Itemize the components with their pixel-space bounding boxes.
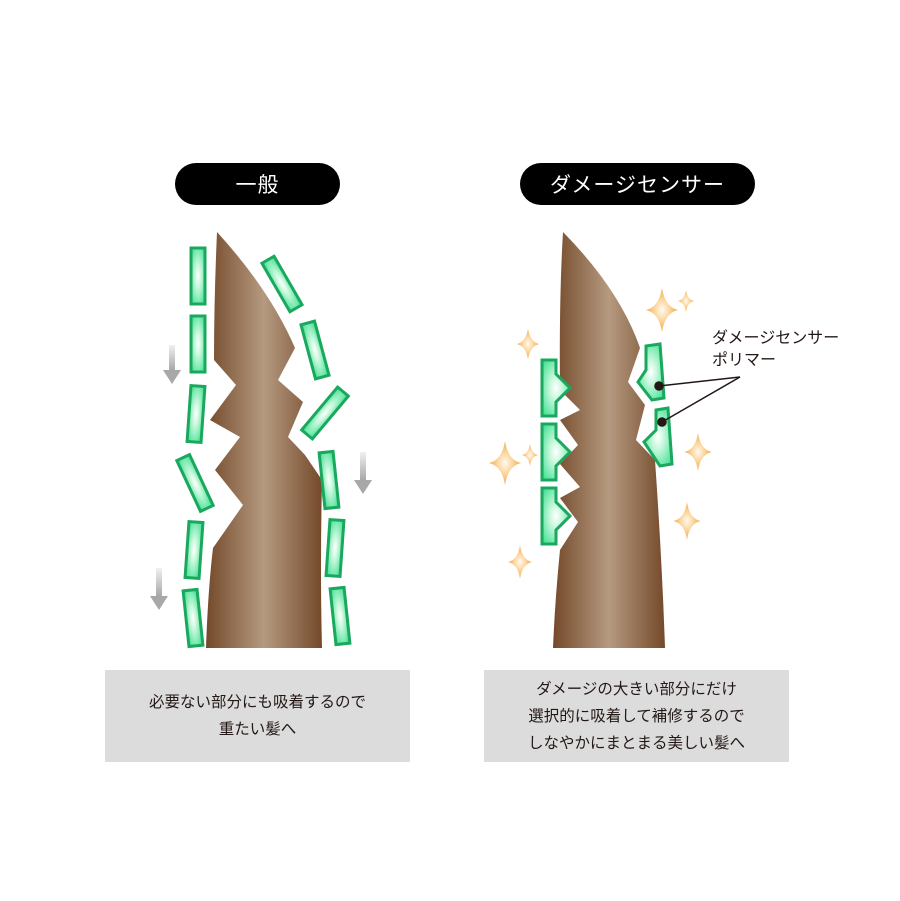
callout-line-2: ポリマー — [712, 350, 777, 369]
callout-line-1: ダメージセンサー — [712, 328, 840, 347]
left-title: 一般 — [235, 173, 280, 197]
right-caption-line-1: ダメージの大きい部分にだけ — [536, 679, 737, 698]
right-hair-strand — [553, 232, 665, 648]
down-arrow-icon — [150, 568, 168, 610]
left-hair-strand — [206, 232, 322, 648]
left-polymers — [174, 246, 352, 649]
sparkle-icon — [646, 288, 678, 332]
right-caption-line-3: しなやかにまとまる美しい髪へ — [527, 733, 745, 752]
sparkle-icon — [516, 328, 540, 360]
sparkle-icon — [684, 433, 712, 471]
polymer-callout-label: ダメージセンサー ポリマー — [712, 327, 839, 371]
sparkle-icon — [489, 441, 521, 485]
right-caption: ダメージの大きい部分にだけ 選択的に吸着して補修するので しなやかにまとまる美し… — [484, 670, 789, 762]
right-title: ダメージセンサー — [550, 173, 725, 197]
right-caption-line-2: 選択的に吸着して補修するので — [528, 706, 745, 725]
sparkle-icon — [678, 290, 694, 312]
callout-lines — [654, 376, 741, 427]
sparkle-icon — [673, 502, 701, 540]
down-arrow-icon — [354, 452, 372, 494]
down-arrow-icon — [163, 345, 181, 384]
sparkle-icon — [508, 545, 532, 579]
left-caption-line-2: 重たい髪へ — [218, 720, 297, 738]
left-caption: 必要ない部分にも吸着するので 重たい髪へ — [105, 670, 410, 762]
sparkle-icon — [522, 444, 538, 466]
left-title-pill: 一般 — [175, 163, 340, 205]
right-title-pill: ダメージセンサー — [520, 163, 755, 205]
left-caption-line-1: 必要ない部分にも吸着するので — [148, 693, 366, 711]
